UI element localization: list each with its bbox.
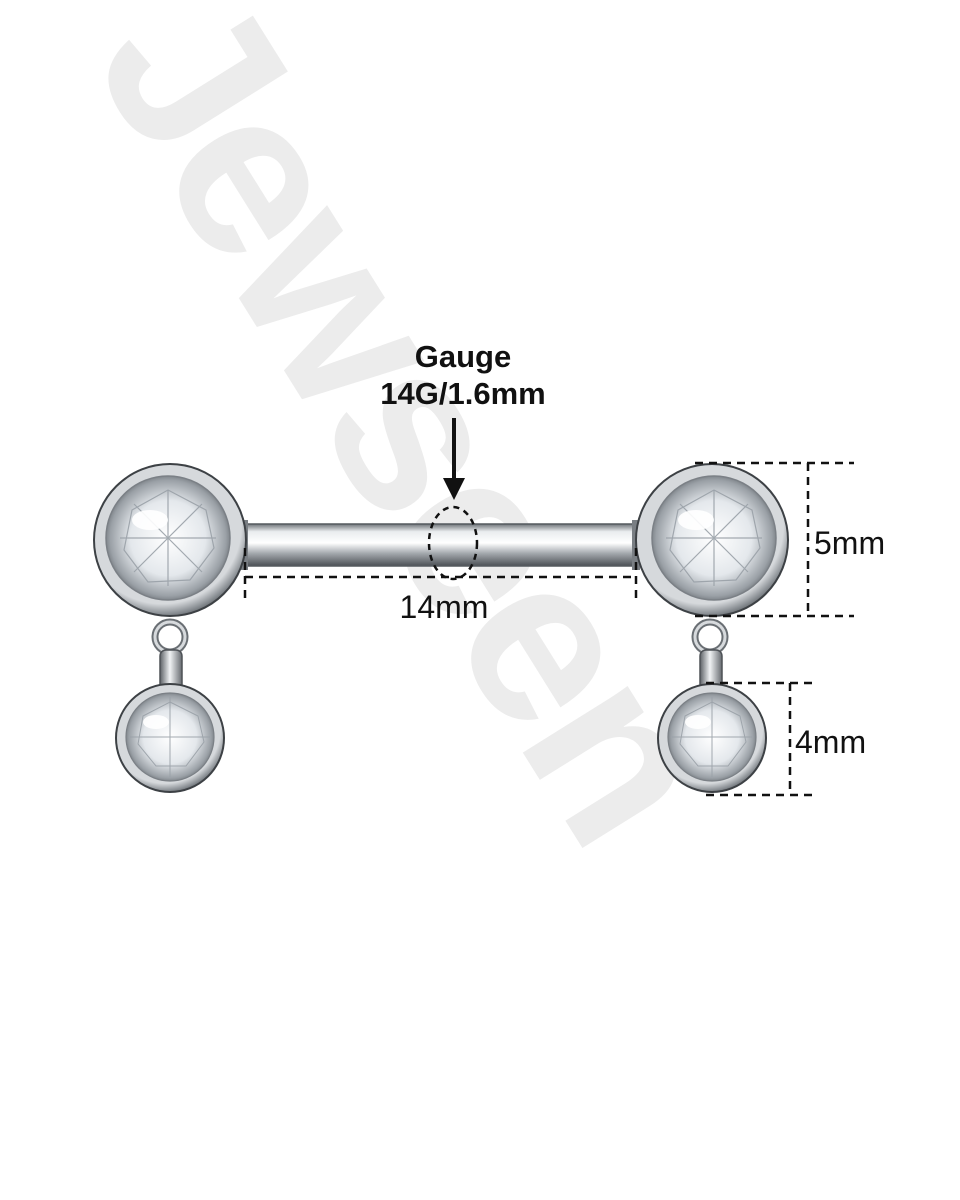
ball-size-dimension: [695, 461, 854, 618]
gauge-arrow-head: [443, 478, 465, 500]
gauge-title: Gauge: [415, 339, 511, 374]
gauge-ellipse: [427, 505, 479, 581]
right-dangle-charm: [657, 618, 767, 793]
ball-size-label: 5mm: [814, 525, 885, 561]
left-dangle-charm: [115, 618, 225, 793]
length-dimension: [243, 548, 638, 604]
gauge-indicator: [427, 418, 479, 581]
gauge-value: 14G/1.6mm: [380, 376, 545, 411]
right-gem-ball: [635, 463, 789, 617]
charm-size-label: 4mm: [795, 724, 866, 760]
barbell-bar: [231, 523, 653, 567]
charm-size-dimension: [706, 681, 815, 797]
left-gem-ball: [93, 463, 247, 617]
length-label: 14mm: [400, 589, 489, 625]
